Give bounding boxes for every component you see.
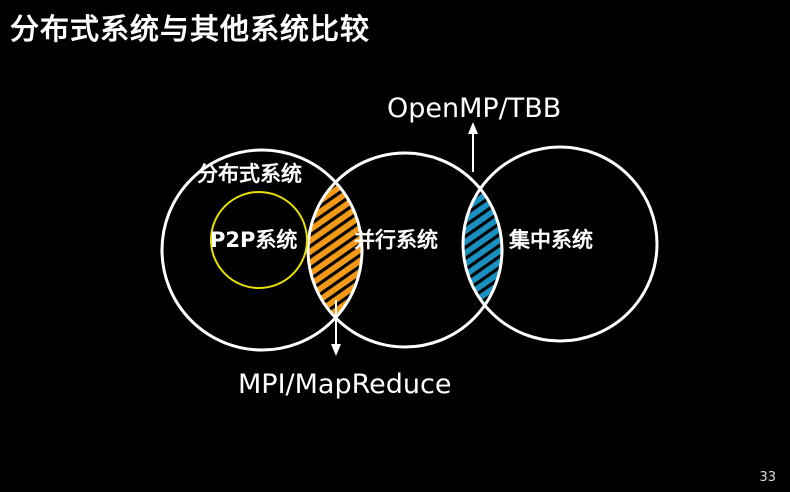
- parallel-system-label: 并行系统: [354, 228, 438, 252]
- page-number: 33: [759, 470, 776, 485]
- parallel-system-circle: [306, 151, 504, 349]
- centralized-system-circle: [461, 145, 659, 343]
- arrow-down-icon: [331, 300, 341, 356]
- slide-title: 分布式系统与其他系统比较: [10, 12, 371, 46]
- centralized-system-label: 集中系统: [508, 228, 593, 252]
- distributed-system-circle: [160, 148, 364, 352]
- p2p-system-label: P2P系统: [210, 228, 297, 252]
- p2p-system-circle: [210, 191, 308, 289]
- arrow-up-icon: [468, 122, 478, 172]
- openmp-tbb-label: OpenMP/TBB: [387, 93, 561, 124]
- mpi-mapreduce-label: MPI/MapReduce: [238, 369, 451, 400]
- distributed-system-label: 分布式系统: [197, 162, 302, 186]
